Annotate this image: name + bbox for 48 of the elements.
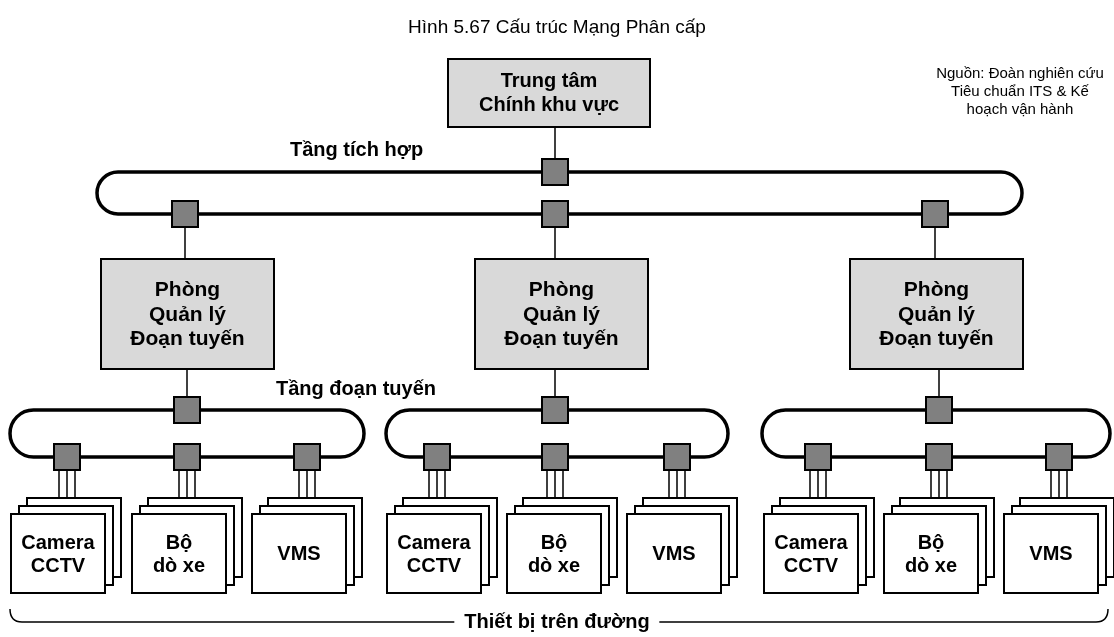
bracket-label: Thiết bị trên đường — [454, 609, 660, 633]
source-note: Nguồn: Đoàn nghiên cứu Tiêu chuẩn ITS & Kế hoạch vận hành — [935, 64, 1105, 118]
office-box: Phòng Quản lý Đoạn tuyến — [849, 258, 1024, 370]
ring-link — [451, 455, 541, 459]
network-switch — [173, 396, 201, 424]
office-box: Phòng Quản lý Đoạn tuyến — [474, 258, 649, 370]
network-switch — [293, 443, 321, 471]
connector-line — [184, 227, 186, 259]
ring-link — [8, 408, 173, 459]
network-switch — [53, 443, 81, 471]
ring-link — [953, 408, 1112, 459]
connector-line — [554, 369, 556, 397]
network-switch — [925, 396, 953, 424]
ring-link — [384, 408, 541, 459]
connector-line — [938, 369, 940, 397]
network-switch — [1045, 443, 1073, 471]
network-switch — [541, 200, 569, 228]
network-switch — [921, 200, 949, 228]
network-switch — [173, 443, 201, 471]
ring-link — [953, 455, 1045, 459]
office-box: Trung tâm Chính khu vực — [447, 58, 651, 128]
ring-link — [569, 212, 921, 216]
network-switch — [171, 200, 199, 228]
connector-line — [186, 369, 188, 397]
connector-line — [554, 127, 556, 159]
ring-link — [81, 455, 173, 459]
layer-label: Tầng tích hợp — [290, 137, 424, 161]
ring-link — [95, 170, 541, 216]
network-switch — [541, 158, 569, 186]
network-switch — [541, 396, 569, 424]
office-box: Phòng Quản lý Đoạn tuyến — [100, 258, 275, 370]
network-switch — [541, 443, 569, 471]
network-switch — [423, 443, 451, 471]
network-switch — [804, 443, 832, 471]
ring-link — [569, 170, 1024, 216]
ring-link — [569, 408, 730, 459]
network-switch — [663, 443, 691, 471]
ring-link — [201, 408, 366, 459]
network-switch — [925, 443, 953, 471]
layer-label: Tầng đoạn tuyến — [276, 376, 436, 400]
ring-link — [199, 212, 541, 216]
ring-link — [832, 455, 925, 459]
ring-link — [760, 408, 925, 459]
connector-line — [554, 227, 556, 259]
ring-link — [569, 455, 663, 459]
ring-link — [201, 455, 293, 459]
diagram-title: Hình 5.67 Cấu trúc Mạng Phân cấp — [407, 16, 707, 38]
connector-line — [934, 227, 936, 259]
